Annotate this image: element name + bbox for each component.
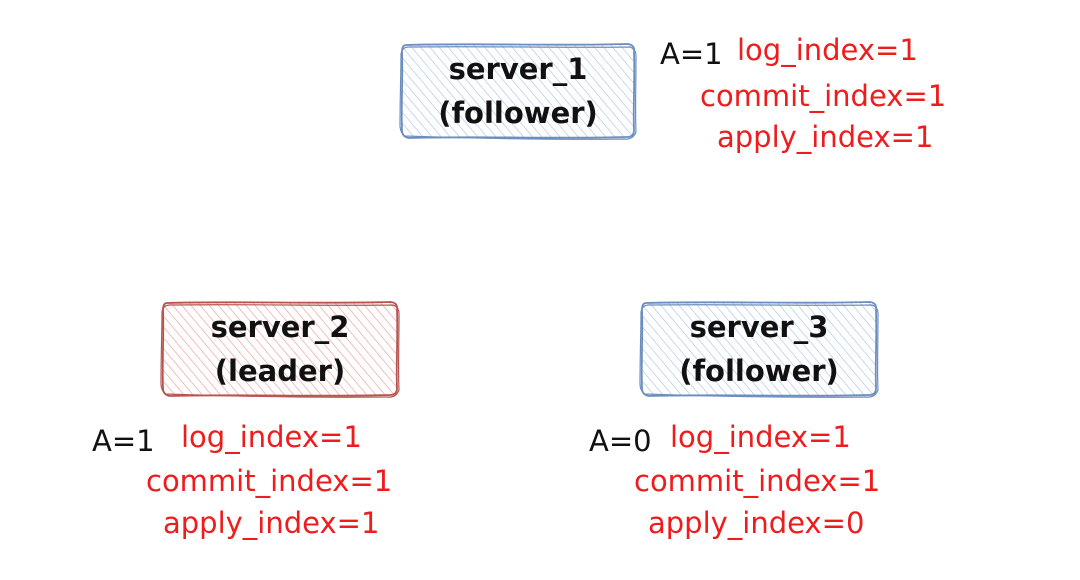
server-2-a-value: A=1 <box>92 424 155 458</box>
server-2-log-index: log_index=1 <box>181 420 362 454</box>
server-2-commit-index: commit_index=1 <box>146 464 393 498</box>
server-1-label: server_1 (follower) <box>396 40 640 142</box>
server-2-box <box>160 301 400 398</box>
server-3-commit-index: commit_index=1 <box>634 464 881 498</box>
server-1-a-value: A=1 <box>660 37 723 71</box>
server-1-log-index: log_index=1 <box>737 33 918 67</box>
server-3-box <box>639 301 879 398</box>
server-3-a-value: A=0 <box>589 424 652 458</box>
server-1-commit-index: commit_index=1 <box>700 79 947 113</box>
server-1-apply-index: apply_index=1 <box>717 120 934 154</box>
server-2-label: server_2 (leader) <box>157 298 403 400</box>
server-3-label: server_3 (follower) <box>636 298 882 400</box>
server-1-node: server_1 (follower) <box>396 40 640 142</box>
server-3-role: (follower) <box>679 354 839 388</box>
server-3-name: server_3 <box>689 310 829 344</box>
server-2-name: server_2 <box>210 310 350 344</box>
server-2-node: server_2 (leader) <box>157 298 403 400</box>
server-3-node: server_3 (follower) <box>636 298 882 400</box>
server-1-role: (follower) <box>438 96 598 130</box>
server-1-box <box>399 43 637 140</box>
server-3-log-index: log_index=1 <box>670 420 851 454</box>
server-2-role: (leader) <box>214 354 346 388</box>
server-2-apply-index: apply_index=1 <box>163 506 380 540</box>
server-3-apply-index: apply_index=0 <box>648 506 865 540</box>
server-1-name: server_1 <box>448 52 588 86</box>
